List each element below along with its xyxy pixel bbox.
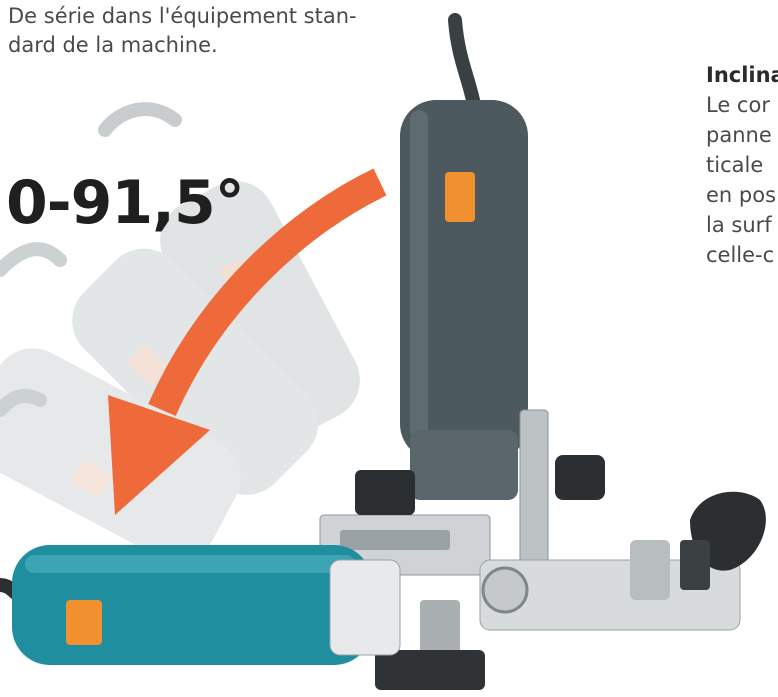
vertical-motor [400, 13, 528, 500]
side-text: Inclina Le cor panne ticale en pos la su… [706, 60, 778, 270]
router-base [319, 409, 766, 690]
caption-line-2: dard de la machine. [8, 33, 218, 57]
side-heading: Inclina [706, 63, 778, 87]
curved-arrow-icon [108, 168, 387, 515]
side-line-6: celle-c [706, 243, 775, 267]
horizontal-motor [0, 545, 401, 665]
side-line-4: en pos [706, 183, 777, 207]
side-line-5: la surf [706, 213, 772, 237]
caption-top: De série dans l'équipement stan- dard de… [8, 2, 408, 60]
angle-label: 0-91,5° [6, 168, 245, 238]
caption-line-1: De série dans l'équipement stan- [8, 4, 357, 28]
side-line-2: panne [706, 123, 772, 147]
side-line-1: Le cor [706, 93, 770, 117]
side-line-3: ticale [706, 153, 764, 177]
